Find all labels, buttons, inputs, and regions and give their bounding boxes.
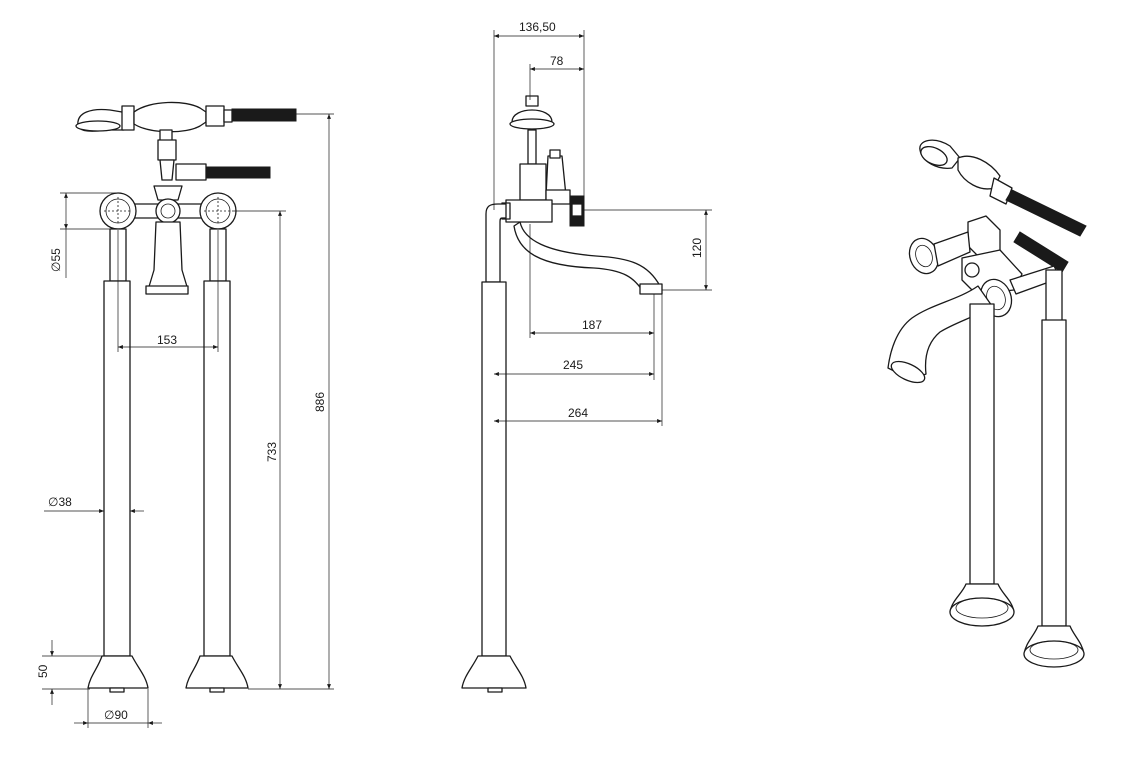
left-handwheel [99,192,137,230]
dim-187: 187 [582,318,602,332]
dim-height-886: 886 [313,392,327,412]
left-leg [87,228,149,693]
dim-264: 264 [568,406,588,420]
dim-height-733: 733 [265,442,279,462]
dim-diameter-38: ∅38 [48,495,72,509]
front-view: ∅55 153 ∅38 733 886 50 ∅90 [36,101,334,728]
hand-shower [75,101,297,145]
dim-245: 245 [563,358,583,372]
dim-width-153: 153 [157,333,177,347]
hose-spring-mid [205,166,271,179]
hose-spring-top [231,108,297,122]
dim-base-height-50: 50 [36,664,50,678]
right-leg [185,228,249,693]
isometric-view [887,139,1087,668]
side-view: 136,50 78 120 187 245 264 [461,20,712,693]
dim-diameter-55: ∅55 [49,248,63,272]
right-handwheel [199,192,237,230]
dim-78: 78 [550,54,564,68]
dim-120: 120 [690,238,704,258]
dim-diameter-90: ∅90 [104,708,128,722]
dim-136-50: 136,50 [519,20,556,34]
